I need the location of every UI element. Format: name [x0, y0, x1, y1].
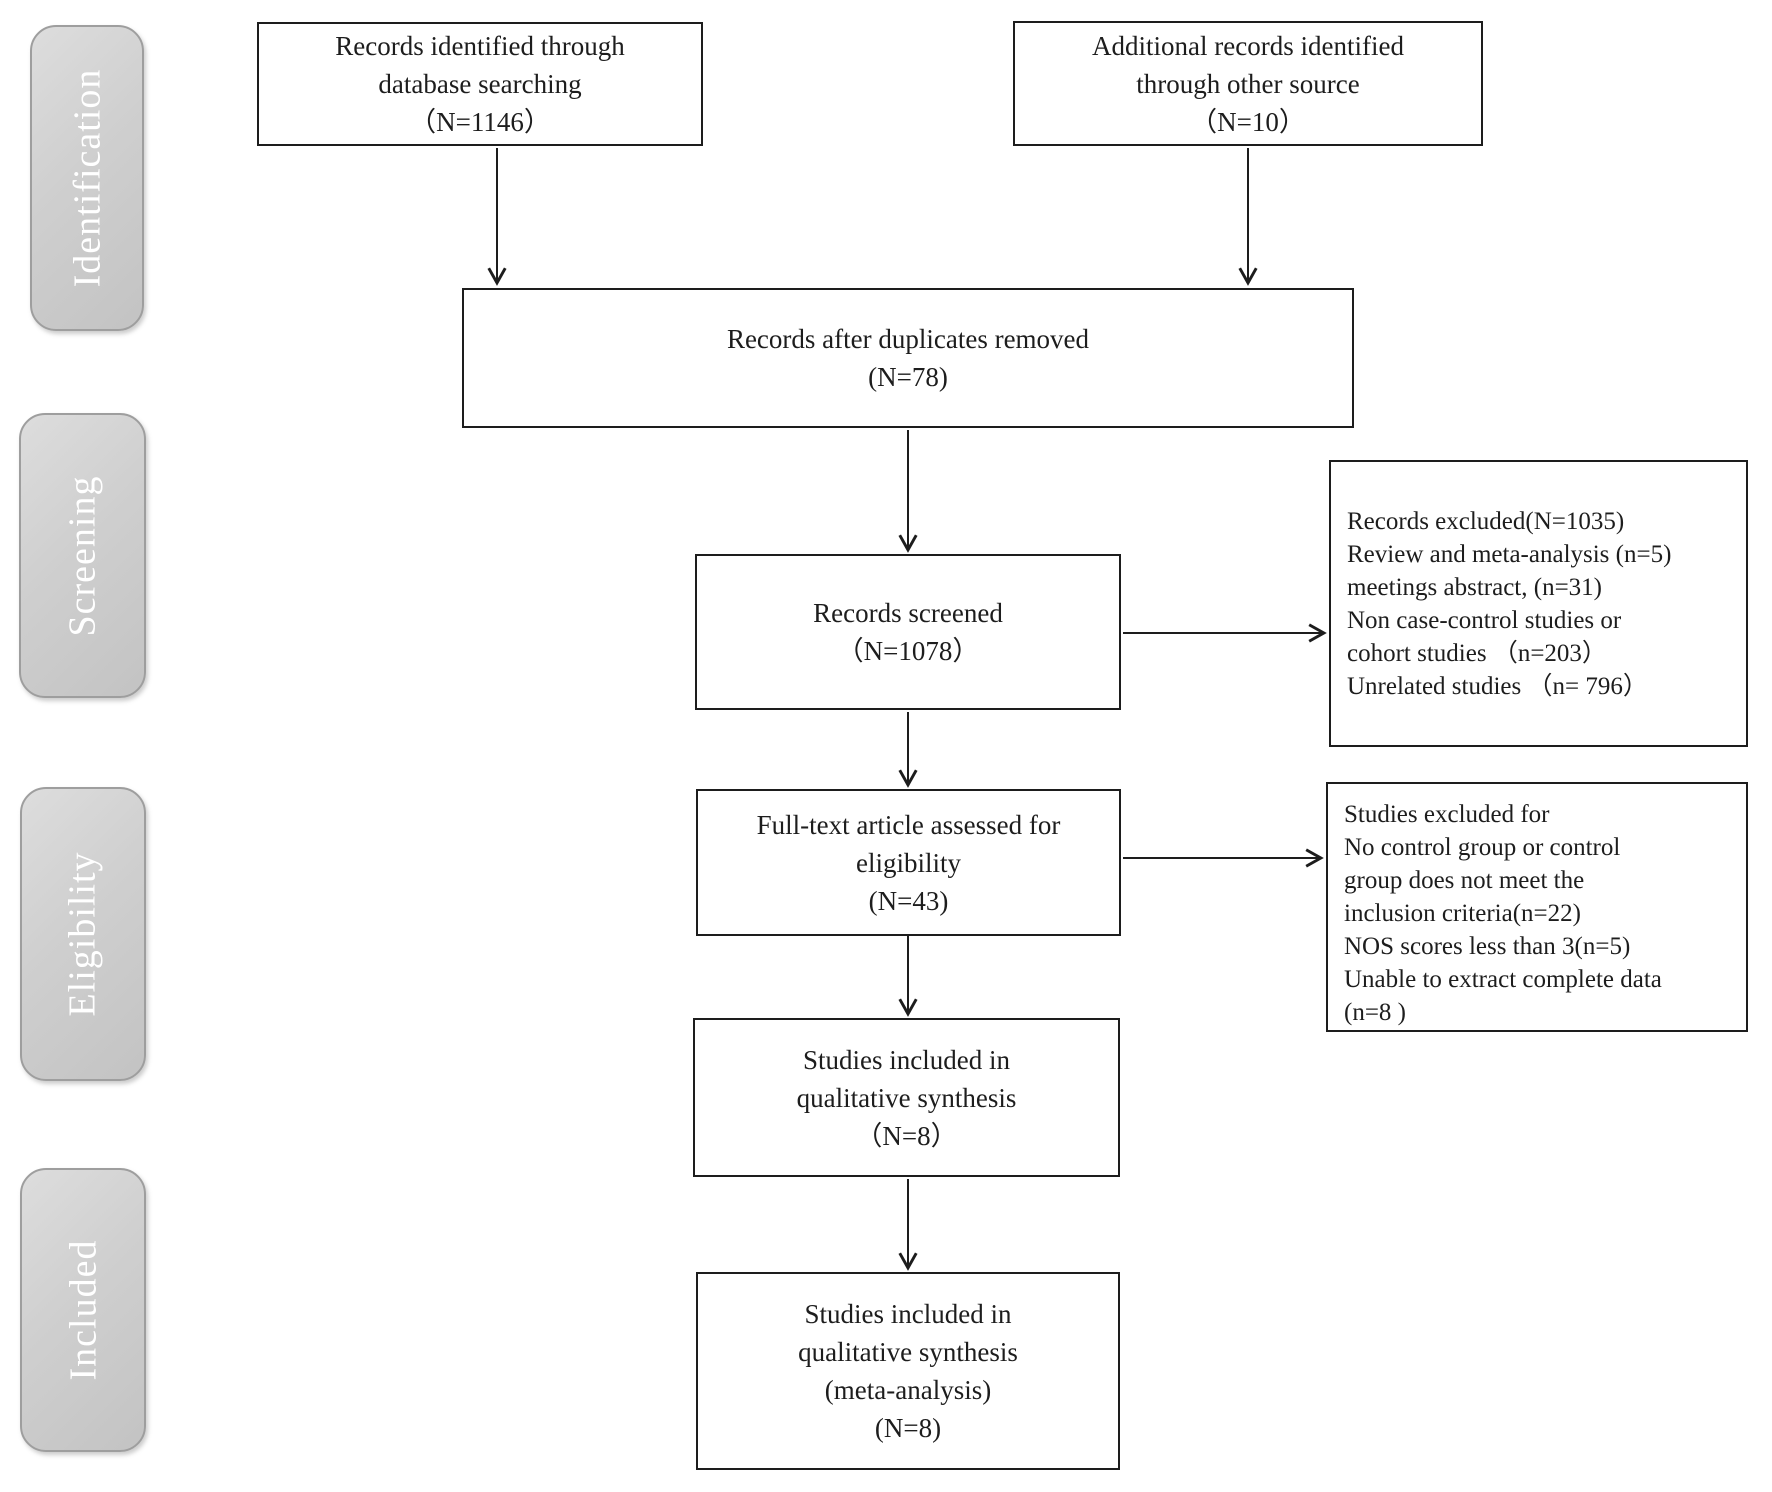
box-text-line: Studies included in [804, 1299, 1012, 1329]
box-text-line: through other source [1136, 68, 1360, 99]
box-text-line: (N=78) [868, 362, 948, 392]
box-text-line: （N=1146） [409, 107, 551, 137]
box-text-line: （N=8） [855, 1120, 958, 1151]
box-text-line: database searching [378, 69, 582, 99]
box-text-line: group does not meet the [1344, 867, 1585, 894]
stage-label-screening-text: Screening [61, 475, 104, 636]
box-duplicates-removed: Records after duplicates removed (N=78) [462, 288, 1354, 428]
box-text-line: （N=10） [1190, 106, 1306, 137]
stage-label-included-text: Included [62, 1239, 105, 1381]
box-text-line: (N=43) [868, 885, 949, 916]
stage-label-identification-text: Identification [66, 68, 109, 288]
stage-label-identification: Identification [30, 25, 144, 331]
box-text-line: （N=1078） [836, 636, 980, 666]
box-additional-records: Additional records identified through oth… [1013, 21, 1483, 146]
box-text-line: No control group or control [1344, 834, 1621, 861]
box-text-line: qualitative synthesis [796, 1082, 1017, 1113]
box-studies-excluded: Studies excluded for No control group or … [1326, 782, 1748, 1032]
box-records-identified-database: Records identified through database searc… [257, 22, 703, 146]
box-text-line: Studies excluded for [1344, 801, 1550, 828]
box-text-line: Full-text article assessed for [756, 809, 1061, 840]
box-meta-analysis: Studies included in qualitative synthesis… [696, 1272, 1120, 1470]
box-text-line: Unable to extract complete data [1344, 966, 1662, 993]
box-text-line: (N=8) [874, 1413, 942, 1443]
box-fulltext-assessed: Full-text article assessed for eligibilit… [696, 789, 1121, 936]
box-text-line: (n=8 ) [1344, 999, 1406, 1026]
box-text-line: Records identified through [335, 31, 625, 61]
box-records-screened: Records screened （N=1078） [695, 554, 1121, 710]
box-text-line: NOS scores less than 3(n=5) [1344, 933, 1631, 960]
box-text-line: Additional records identified [1092, 30, 1404, 61]
box-qualitative-synthesis: Studies included in qualitative synthesis… [693, 1018, 1120, 1177]
box-text-line: eligibility [856, 847, 961, 878]
box-text-line: (meta-analysis) [824, 1375, 992, 1405]
box-text-line: Non case-control studies or [1347, 606, 1622, 634]
stage-label-eligibility-text: Eligibility [62, 851, 104, 1017]
box-text-line: Records screened [813, 598, 1003, 628]
box-text-line: Records excluded(N=1035) [1347, 507, 1625, 535]
box-text-line: qualitative synthesis [798, 1337, 1018, 1367]
box-text-line: Records after duplicates removed [726, 324, 1090, 354]
stage-label-included: Included [20, 1168, 146, 1452]
box-text-line: inclusion criteria(n=22) [1344, 900, 1581, 927]
stage-label-screening: Screening [19, 413, 146, 698]
box-records-excluded: Records excluded(N=1035) Review and meta-… [1329, 460, 1748, 747]
box-text-line: Studies included in [803, 1044, 1010, 1075]
box-text-line: Unrelated studies （n= 796） [1347, 672, 1648, 700]
box-text-line: cohort studies （n=203） [1347, 639, 1607, 667]
box-text-line: meetings abstract, (n=31) [1347, 573, 1602, 601]
box-text-line: Review and meta-analysis (n=5) [1347, 540, 1672, 568]
stage-label-eligibility: Eligibility [20, 787, 146, 1081]
